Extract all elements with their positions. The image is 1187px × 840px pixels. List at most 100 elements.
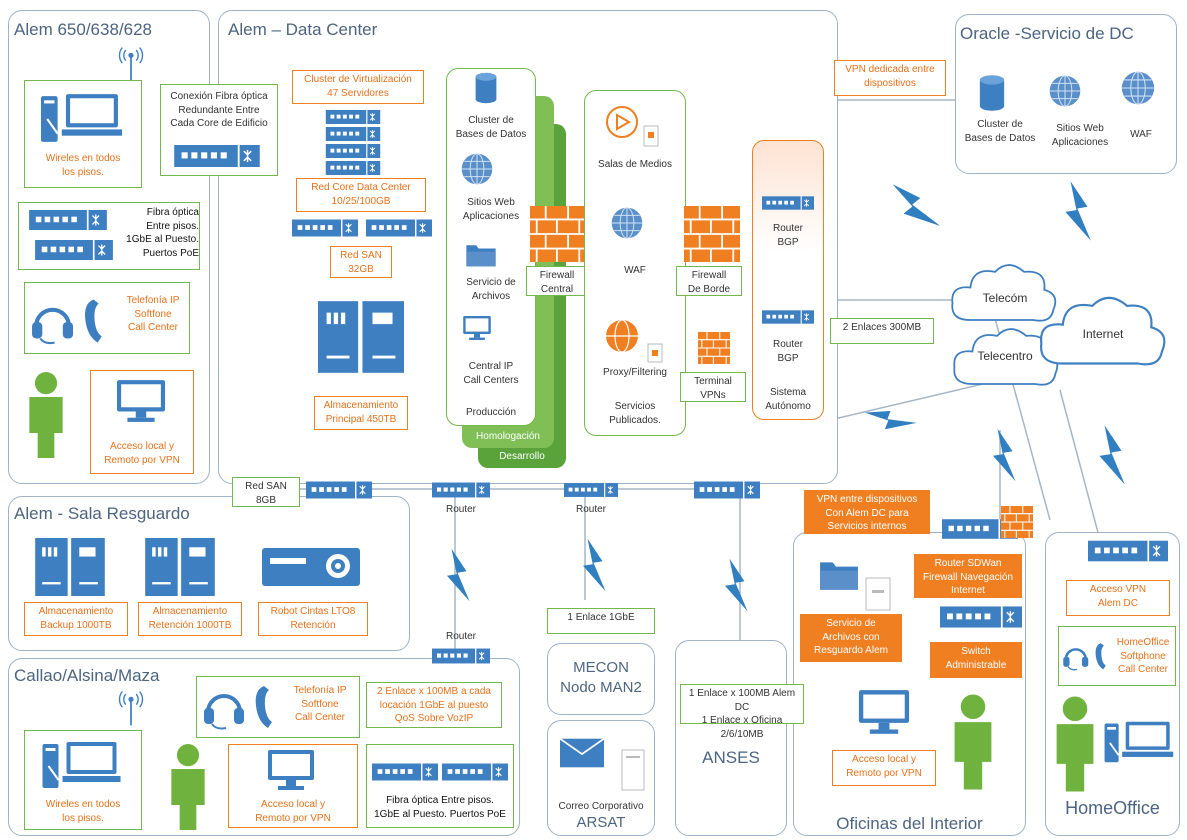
oracle-waf-label: WAF bbox=[1130, 129, 1152, 140]
fibra-redundante-label: Conexión Fibra óptica Redundante Entre C… bbox=[170, 91, 268, 129]
storage-icon bbox=[32, 538, 108, 596]
folder-icon bbox=[464, 242, 498, 268]
telecom-label: Telecóm bbox=[982, 291, 1028, 305]
file-server-icon bbox=[865, 577, 891, 611]
router-icon bbox=[762, 192, 814, 214]
terminal-vpn-icon bbox=[694, 332, 734, 364]
router-icon bbox=[762, 306, 814, 328]
servicios-publicados-label: Servicios Publicados. bbox=[609, 401, 661, 426]
region-mecon bbox=[547, 643, 655, 715]
oficinas-acceso-box: Acceso local y Remoto por VPN bbox=[832, 750, 936, 786]
switch-icon bbox=[172, 145, 262, 167]
callao-acceso-label: Acceso local y Remoto por VPN bbox=[255, 799, 331, 824]
lightning-link-icon bbox=[1096, 420, 1130, 490]
server-icon bbox=[294, 144, 412, 158]
server-icon bbox=[294, 161, 412, 175]
waf-label: WAF bbox=[624, 265, 646, 276]
vpn-dispositivos-box: VPN entre dispositivos Con Alem DC para … bbox=[804, 490, 930, 534]
workstation-icon bbox=[1100, 720, 1176, 764]
router-icon bbox=[1088, 540, 1168, 562]
telefonia-label: Telefonía IP Softfone Call Center bbox=[126, 295, 180, 333]
router-sdwan-box: Router SDWan Firewall Navegación Interne… bbox=[914, 554, 1022, 598]
vpn-dedicada-box: VPN dedicada entre dispositivos bbox=[834, 60, 946, 96]
globe-icon bbox=[1048, 74, 1082, 108]
lightning-link-icon bbox=[444, 530, 474, 620]
lightning-link-icon bbox=[870, 176, 960, 236]
terminal-vpns-box: Terminal VPNs bbox=[680, 372, 746, 402]
region-title-anses: ANSES bbox=[702, 748, 760, 767]
globe-icon bbox=[1120, 70, 1156, 106]
firewall-borde-box: Firewall De Borde bbox=[676, 266, 742, 296]
headset-phone-icon bbox=[202, 678, 282, 732]
headset-phone-icon bbox=[30, 292, 112, 346]
switch-icon bbox=[940, 606, 1022, 628]
homeoffice-softphone-box bbox=[1058, 626, 1176, 686]
wireless-antenna-icon bbox=[118, 44, 144, 84]
correo-label: Correo Corporativo bbox=[558, 801, 644, 812]
globe-icon bbox=[610, 206, 644, 240]
robot-cintas-box: Robot Cintas LTO8 Retención bbox=[258, 602, 368, 636]
server-icon bbox=[294, 110, 412, 124]
callao-enlaces-box: 2 Enlace x 100MB a cada locación 1GbE al… bbox=[366, 682, 502, 728]
homeoffice-softphone-label: HomeOffice Softphone Call Center bbox=[1116, 637, 1170, 675]
firewall-icon bbox=[528, 206, 588, 262]
region-title-sala-resguardo: Alem - Sala Resguardo bbox=[14, 504, 190, 523]
red-core-box: Red Core Data Center 10/25/100GB bbox=[296, 178, 426, 212]
acceso-vpn-box: Acceso VPN Alem DC bbox=[1066, 580, 1170, 616]
panel-servicios-publicados bbox=[584, 90, 686, 436]
firewall-icon bbox=[1000, 506, 1034, 538]
region-title-alem-650: Alem 650/638/628 bbox=[14, 20, 152, 39]
switch-icon bbox=[292, 218, 358, 238]
workstation-icon bbox=[38, 92, 123, 144]
lightning-link-icon bbox=[722, 540, 752, 630]
lightning-link-icon bbox=[850, 394, 930, 444]
region-title-arsat: ARSAT bbox=[576, 814, 626, 831]
person-icon bbox=[950, 694, 996, 790]
oracle-sitios-web-label: Sitios Web Aplicaciones bbox=[1051, 123, 1109, 148]
retencion-box: Almacenamiento Retención 1000TB bbox=[138, 602, 242, 636]
person-icon bbox=[24, 372, 68, 458]
cluster-virtualizacion-box: Cluster de Virtualización 47 Servidores bbox=[292, 70, 424, 104]
panel-homologacion-label: Homologación bbox=[476, 431, 540, 442]
lightning-link-icon bbox=[1062, 176, 1096, 246]
sitios-web-label: Sitios Web Aplicaciones bbox=[462, 197, 520, 222]
router-1-label: Router bbox=[445, 504, 476, 515]
region-title-homeoffice: HomeOffice bbox=[1065, 798, 1160, 818]
switch-icon bbox=[372, 762, 438, 782]
router-bgp-1-label: Router BGP bbox=[772, 223, 803, 248]
callao-telefonia-label: Telefonía IP Softfone Call Center bbox=[293, 685, 347, 723]
callao-fibra-box bbox=[366, 744, 514, 828]
panel-sistema-autonomo bbox=[752, 140, 824, 420]
firewall-icon bbox=[682, 206, 742, 262]
region-title-data-center: Alem – Data Center bbox=[228, 20, 378, 39]
panel-produccion bbox=[446, 68, 536, 426]
servicio-archivos-box: Servicio de Archivos con Resguardo Alem bbox=[800, 614, 902, 662]
proxy-globe-icon bbox=[606, 319, 663, 363]
router-icon bbox=[432, 646, 490, 666]
produccion-label: Producción bbox=[465, 407, 517, 418]
wireless-antenna-icon bbox=[118, 688, 144, 728]
router-3-label: Router bbox=[445, 631, 476, 642]
fibra-pisos-label: Fibra óptica Entre pisos. 1GbE al Puesto… bbox=[126, 207, 199, 259]
person-icon bbox=[1052, 696, 1098, 792]
folder-icon bbox=[818, 558, 860, 592]
switch-icon bbox=[34, 240, 114, 260]
headset-icon bbox=[1062, 632, 1112, 678]
switch-icon bbox=[366, 218, 432, 238]
router-icon bbox=[564, 480, 618, 500]
proxy-label: Proxy/Filtering bbox=[603, 367, 667, 378]
region-anses bbox=[675, 640, 787, 836]
firewall-central-box: Firewall Central bbox=[526, 266, 588, 296]
monitor-icon bbox=[266, 748, 316, 792]
router-2-label: Router bbox=[575, 504, 606, 515]
callao-fibra-label: Fibra óptica Entre pisos. 1GbE al Puesto… bbox=[374, 795, 506, 820]
switch-administrable-box: Switch Administrable bbox=[930, 642, 1022, 678]
database-icon bbox=[474, 72, 498, 104]
storage-icon bbox=[318, 288, 404, 386]
telecentro-label: Telecentro bbox=[977, 349, 1033, 363]
switch-icon bbox=[694, 480, 760, 500]
switch-icon bbox=[28, 210, 108, 230]
salas-medios-label: Salas de Medios bbox=[598, 159, 672, 170]
lightning-link-icon bbox=[580, 520, 610, 610]
enlaces-300-box: 2 Enlaces 300MB bbox=[830, 318, 934, 344]
